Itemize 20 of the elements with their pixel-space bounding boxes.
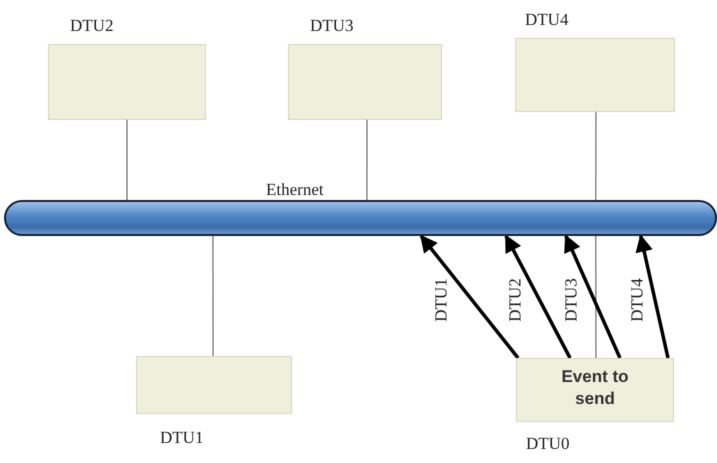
node-label: Ethernet [266, 180, 324, 200]
connector-line [366, 120, 368, 200]
arrow [504, 234, 572, 359]
node-label: DTU1 [160, 428, 204, 448]
box-text: Event to send [560, 366, 630, 410]
edge-label: DTU1 [432, 278, 452, 322]
connector-line [595, 236, 596, 358]
edge-label: DTU2 [506, 278, 526, 322]
node-label: DTU4 [525, 10, 568, 30]
arrow [564, 234, 622, 359]
connector-line [595, 112, 596, 200]
connector-line [212, 236, 214, 356]
node-label: DTU3 [310, 16, 354, 36]
edge-label: DTU3 [562, 278, 582, 322]
edge-label: DTU4 [628, 278, 648, 322]
node-label: DTU0 [526, 434, 570, 454]
arrow [420, 234, 520, 360]
connector-line [126, 120, 128, 200]
arrow [636, 234, 670, 358]
node-label: DTU2 [70, 16, 114, 36]
